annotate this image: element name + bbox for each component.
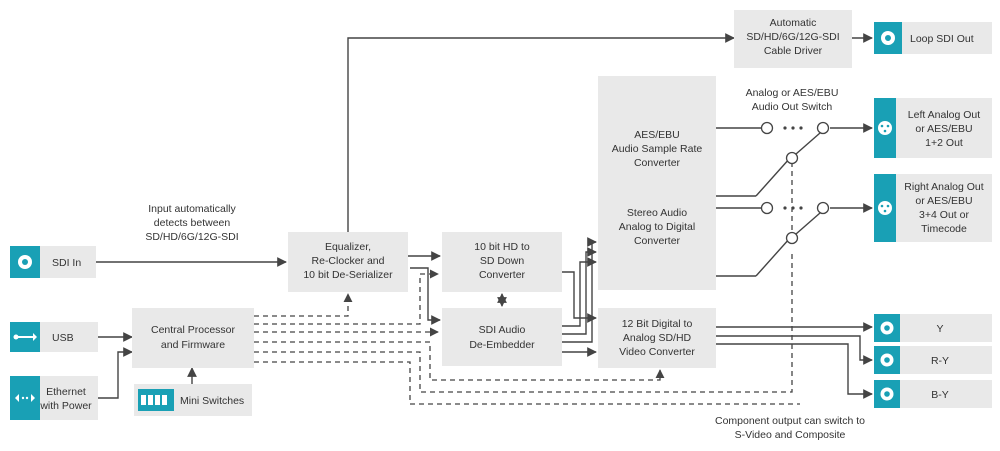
mini-switches-block: Mini Switches (134, 384, 252, 416)
ethernet-port: Ethernet with Power (10, 376, 98, 420)
ethernet-label-1: Ethernet (46, 386, 86, 398)
equalizer-label-2: Re-Clocker and (312, 255, 385, 267)
video-converter-label-3: Video Converter (619, 346, 695, 358)
connection-lines (96, 33, 873, 405)
down-converter-label-3: Converter (479, 269, 526, 281)
right-out-label-2: or AES/EBU (915, 195, 972, 207)
aes-converter-label-1: AES/EBU (634, 129, 680, 141)
component-note: Component output can switch to S-Video a… (715, 415, 865, 441)
aes-converter-label-2: Audio Sample Rate (612, 143, 703, 155)
stereo-audio-label-2: Analog to Digital (619, 221, 695, 233)
down-converter-block: 10 bit HD to SD Down Converter (442, 232, 562, 292)
audio-out-switch (760, 121, 830, 245)
ethernet-icon (15, 394, 35, 402)
left-out-label-1: Left Analog Out (908, 109, 980, 121)
input-detect-note-2: detects between (154, 217, 231, 229)
component-note-1: Component output can switch to (715, 415, 865, 427)
audio-converter-block: AES/EBU Audio Sample Rate Converter Ster… (598, 76, 716, 290)
central-processor-block: Central Processor and Firmware (132, 308, 254, 368)
audio-switch-note-1: Analog or AES/EBU (746, 87, 839, 99)
y-out-label: Y (936, 323, 943, 335)
cable-driver-label-1: Automatic (770, 17, 817, 29)
video-converter-label-1: 12 Bit Digital to (622, 318, 693, 330)
equalizer-label-1: Equalizer, (325, 241, 371, 253)
central-processor-label-2: and Firmware (161, 339, 225, 351)
loop-out-label: Loop SDI Out (910, 33, 974, 45)
bnc-connector-icon (880, 321, 894, 335)
cable-driver-block: Automatic SD/HD/6G/12G-SDI Cable Driver (734, 10, 852, 68)
audio-switch-note: Analog or AES/EBU Audio Out Switch (746, 87, 839, 113)
sdi-in-label: SDI In (52, 257, 81, 269)
stereo-audio-label-1: Stereo Audio (627, 207, 687, 219)
video-converter-block: 12 Bit Digital to Analog SD/HD Video Con… (598, 308, 716, 368)
right-out-label-4: Timecode (921, 223, 967, 235)
bnc-connector-icon (18, 255, 32, 269)
audio-switch-note-2: Audio Out Switch (752, 101, 833, 113)
equalizer-block: Equalizer, Re-Clocker and 10 bit De-Seri… (288, 232, 408, 292)
central-processor-label-1: Central Processor (151, 324, 236, 336)
usb-icon (13, 333, 37, 341)
audio-deembedder-block: SDI Audio De-Embedder (442, 308, 562, 366)
bnc-connector-icon (881, 31, 895, 45)
cable-driver-label-2: SD/HD/6G/12G-SDI (746, 31, 839, 43)
y-out-connector: Y (874, 314, 992, 342)
input-detect-note-3: SD/HD/6G/12G-SDI (145, 231, 238, 243)
input-detect-note-1: Input automatically (148, 203, 236, 215)
stereo-audio-label-3: Converter (634, 235, 681, 247)
equalizer-label-3: 10 bit De-Serializer (303, 269, 393, 281)
right-out-label-3: 3+4 Out or (919, 209, 969, 221)
xlr-connector-icon (878, 201, 892, 215)
usb-label: USB (52, 332, 74, 344)
ethernet-label-2: with Power (39, 400, 92, 412)
mini-switches-label: Mini Switches (180, 395, 244, 407)
by-out-label: B-Y (931, 389, 949, 401)
video-converter-label-2: Analog SD/HD (623, 332, 692, 344)
ry-out-connector: R-Y (874, 346, 992, 374)
right-out-label-1: Right Analog Out (904, 181, 983, 193)
component-note-2: S-Video and Composite (735, 429, 846, 441)
left-out-label-2: or AES/EBU (915, 123, 972, 135)
sdi-in-connector: SDI In (10, 246, 96, 278)
by-out-connector: B-Y (874, 380, 992, 408)
bnc-connector-icon (880, 353, 894, 367)
down-converter-label-1: 10 bit HD to (474, 241, 530, 253)
audio-deembedder-label-2: De-Embedder (469, 339, 535, 351)
input-detect-note: Input automatically detects between SD/H… (145, 203, 238, 243)
audio-deembedder-label-1: SDI Audio (479, 324, 526, 336)
dip-switch-icon (141, 395, 167, 405)
xlr-connector-icon (878, 121, 892, 135)
right-analog-out-connector: Right Analog Out or AES/EBU 3+4 Out or T… (874, 174, 992, 242)
usb-port: USB (10, 322, 98, 352)
cable-driver-label-3: Cable Driver (764, 45, 823, 57)
bnc-connector-icon (880, 387, 894, 401)
aes-converter-label-3: Converter (634, 157, 681, 169)
left-out-label-3: 1+2 Out (925, 137, 963, 149)
down-converter-label-2: SD Down (480, 255, 525, 267)
loop-sdi-out-connector: Loop SDI Out (874, 22, 992, 54)
left-analog-out-connector: Left Analog Out or AES/EBU 1+2 Out (874, 98, 992, 158)
ry-out-label: R-Y (931, 355, 949, 367)
